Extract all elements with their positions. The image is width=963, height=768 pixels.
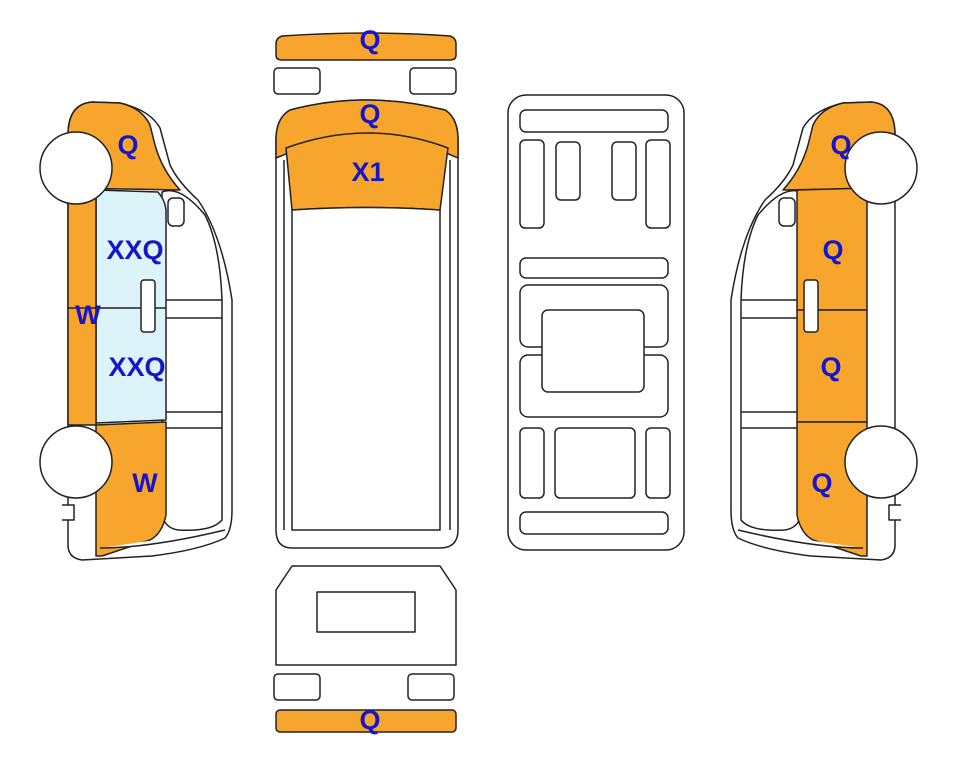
rear-window [316,591,416,633]
underside-panel [611,141,637,201]
underside-rear-bar [519,511,669,535]
right-front-wheel [844,131,918,205]
underside-view [507,94,685,551]
left-door-handle [140,279,156,333]
underside-panel [645,139,671,229]
front-view [273,32,457,95]
right-mirror [778,197,796,227]
right-taillight [407,673,455,701]
front-bumper-panel [275,32,457,61]
left-rocker-marker: W [75,300,101,330]
underside-panel [519,427,545,499]
right-rear-wheel [844,425,918,499]
right-step [888,504,901,521]
right-front-door-marker: Q [822,235,843,265]
left-inner-door-frame [161,190,223,532]
left-rear-wheel [39,425,113,499]
left-frame-bars [166,299,222,429]
rear-bumper-marker: Q [359,705,380,735]
underside-front-bar [519,109,669,133]
roof-panel [291,206,441,531]
hood-marker: Q [359,99,380,129]
underside-panel [555,141,581,201]
left-rear-quarter-panel [95,421,167,557]
left-side-view [39,101,233,561]
left-taillight [273,673,321,701]
right-front-fender-marker: Q [830,130,851,160]
windshield-marker: X1 [351,157,384,187]
underside-panel [645,427,671,499]
left-side-glass-panel [95,189,167,424]
rear-bumper-panel [275,709,457,733]
rear-view [273,565,457,733]
left-step [62,504,75,521]
right-door-handle [803,279,819,333]
left-rear-glass-marker: XXQ [108,352,165,382]
underside-center-block [541,309,645,393]
underside-mid-bar [519,257,669,279]
left-front-fender-marker: Q [117,130,138,160]
top-view [275,99,459,549]
left-front-glass-marker: XXQ [106,235,163,265]
underside-panel [519,139,545,229]
right-bottom-trim [737,529,864,549]
front-bumper-marker: Q [359,25,380,55]
left-rear-quarter-marker: W [132,468,158,498]
left-bottom-trim [99,529,226,549]
right-rear-quarter-marker: Q [811,468,832,498]
underside-panel [554,427,636,499]
right-headlight [409,67,457,95]
left-headlight [273,67,321,95]
left-mirror [167,197,185,227]
right-side-view [730,101,918,561]
right-frame-bars [741,299,797,429]
right-inner-door-frame [740,190,802,532]
left-front-wheel [39,131,113,205]
right-rear-door-marker: Q [820,352,841,382]
